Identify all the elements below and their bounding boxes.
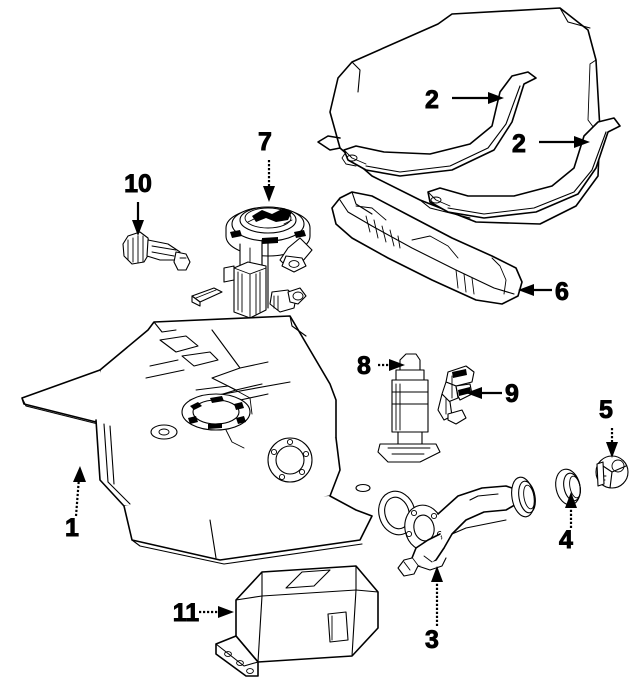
callout-number-1: 1 xyxy=(65,514,79,542)
callout-number-10: 10 xyxy=(124,170,152,198)
callout-number-4: 4 xyxy=(559,526,573,554)
part-fuel-filler-cap xyxy=(595,455,629,489)
part-fuel-filler-neck xyxy=(378,476,536,577)
callout-number-8: 8 xyxy=(357,352,371,380)
callout-number-5: 5 xyxy=(599,396,613,424)
callout-number-6: 6 xyxy=(555,278,569,306)
callout-number-labels: 1 2 2 3 4 5 6 7 8 9 10 11 xyxy=(65,86,614,655)
part-fuel-filter-bracket xyxy=(437,365,475,425)
part-filler-neck-seal xyxy=(555,468,581,506)
part-fuel-tank xyxy=(21,315,373,565)
part-fuel-control-module xyxy=(215,565,379,677)
callout-number-7: 7 xyxy=(258,128,272,156)
callout-number-2b: 2 xyxy=(512,130,526,158)
part-fuel-filter xyxy=(377,353,441,463)
part-oval-gasket xyxy=(191,287,223,307)
part-fuel-tank-strap-right xyxy=(427,117,621,219)
part-fuel-pump-sending-unit xyxy=(223,206,313,319)
callout-number-9: 9 xyxy=(505,380,519,408)
callout-number-2a: 2 xyxy=(425,86,439,114)
part-fuel-tank-vent-valve xyxy=(122,231,191,271)
callout-number-11: 11 xyxy=(173,599,200,627)
callout-number-3: 3 xyxy=(425,626,439,654)
callout-arrows xyxy=(73,92,618,626)
part-fuel-tank-heat-shield xyxy=(331,191,523,305)
part-fuel-tank-strap-left xyxy=(341,71,537,177)
